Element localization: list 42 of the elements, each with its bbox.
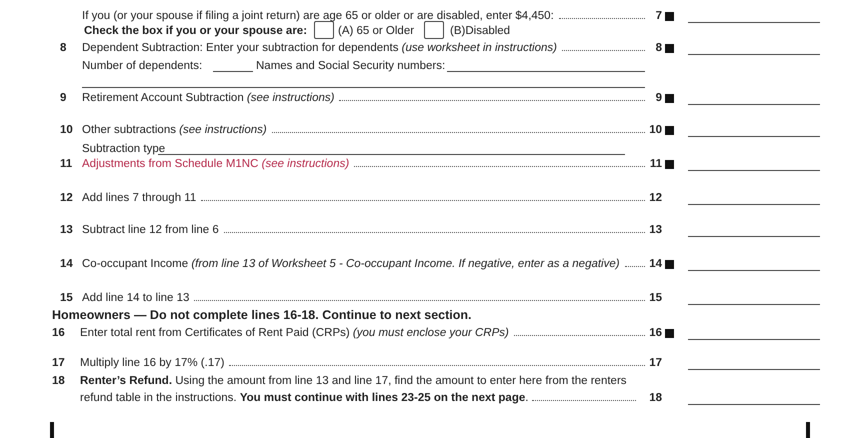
form-text: (B)Disabled [450, 24, 510, 39]
line-number: 8 [60, 41, 66, 56]
line-number: 10 [649, 123, 662, 138]
line-instruction: Add line 14 to line 13 [82, 290, 645, 306]
line-instruction: Adjustments from Schedule M1NC (see instructions) [82, 156, 645, 172]
line-instruction: Retirement Account Subtraction (see instructions) [82, 90, 645, 106]
form-text: Names and Social Security numbers: [256, 59, 446, 74]
line-number: 14 [60, 257, 73, 272]
line-number: 17 [52, 356, 65, 371]
line-number: 12 [60, 191, 73, 206]
line-instruction: Dependent Subtraction: Enter your subtraction for dependents (use worksheet in instructions) [82, 40, 645, 56]
line-instruction: Renter’s Refund. Using the amount from line 13 and line 17, find the amount to enter here from the renters refund table in the instructions. You must continue with lines 23-25 on the next page. [80, 373, 640, 407]
line-number: 10 [60, 123, 73, 138]
line-number: 18 [649, 391, 662, 406]
section-heading: Check the box if you or your spouse are: [84, 24, 308, 39]
line-number: 15 [649, 291, 662, 306]
line-number: 8 [656, 41, 662, 56]
line-instruction: Co-occupant Income (from line 13 of Worksheet 5 - Co-occupant Income. If negative, enter as a negative) [82, 256, 645, 272]
line-number: 7 [656, 9, 662, 24]
line-instruction: Multiply line 16 by 17% (.17) [80, 355, 645, 371]
section-heading: Homeowners — Do not complete lines 16-18. Continue to next section. [52, 307, 472, 323]
line-instruction: Subtract line 12 from line 6 [82, 222, 645, 238]
line-instruction: Other subtractions (see instructions) [82, 122, 645, 138]
line-number: 13 [649, 223, 662, 238]
line-number: 16 [649, 326, 662, 341]
form-text: Subtraction type [82, 142, 166, 157]
line-number: 16 [52, 326, 65, 341]
line-number: 14 [649, 257, 662, 272]
line-number: 18 [52, 374, 65, 389]
line-instruction: If you (or your spouse if filing a joint return) are age 65 or older or are disabled, enter $4,450: [82, 8, 645, 24]
line-instruction: Add lines 7 through 11 [82, 190, 645, 206]
line-number: 9 [656, 91, 662, 106]
line-number: 15 [60, 291, 73, 306]
line-number: 17 [649, 356, 662, 371]
line-number: 9 [60, 91, 66, 106]
line-number: 11 [650, 157, 662, 172]
form-text: (A) 65 or Older [338, 24, 414, 39]
line-number: 12 [649, 191, 662, 206]
line-number: 13 [60, 223, 73, 238]
form-text: Number of dependents: [82, 59, 202, 74]
line-instruction: Enter total rent from Certificates of Rent Paid (CRPs) (you must enclose your CRPs) [80, 325, 645, 341]
line-number: 11 [60, 157, 72, 172]
